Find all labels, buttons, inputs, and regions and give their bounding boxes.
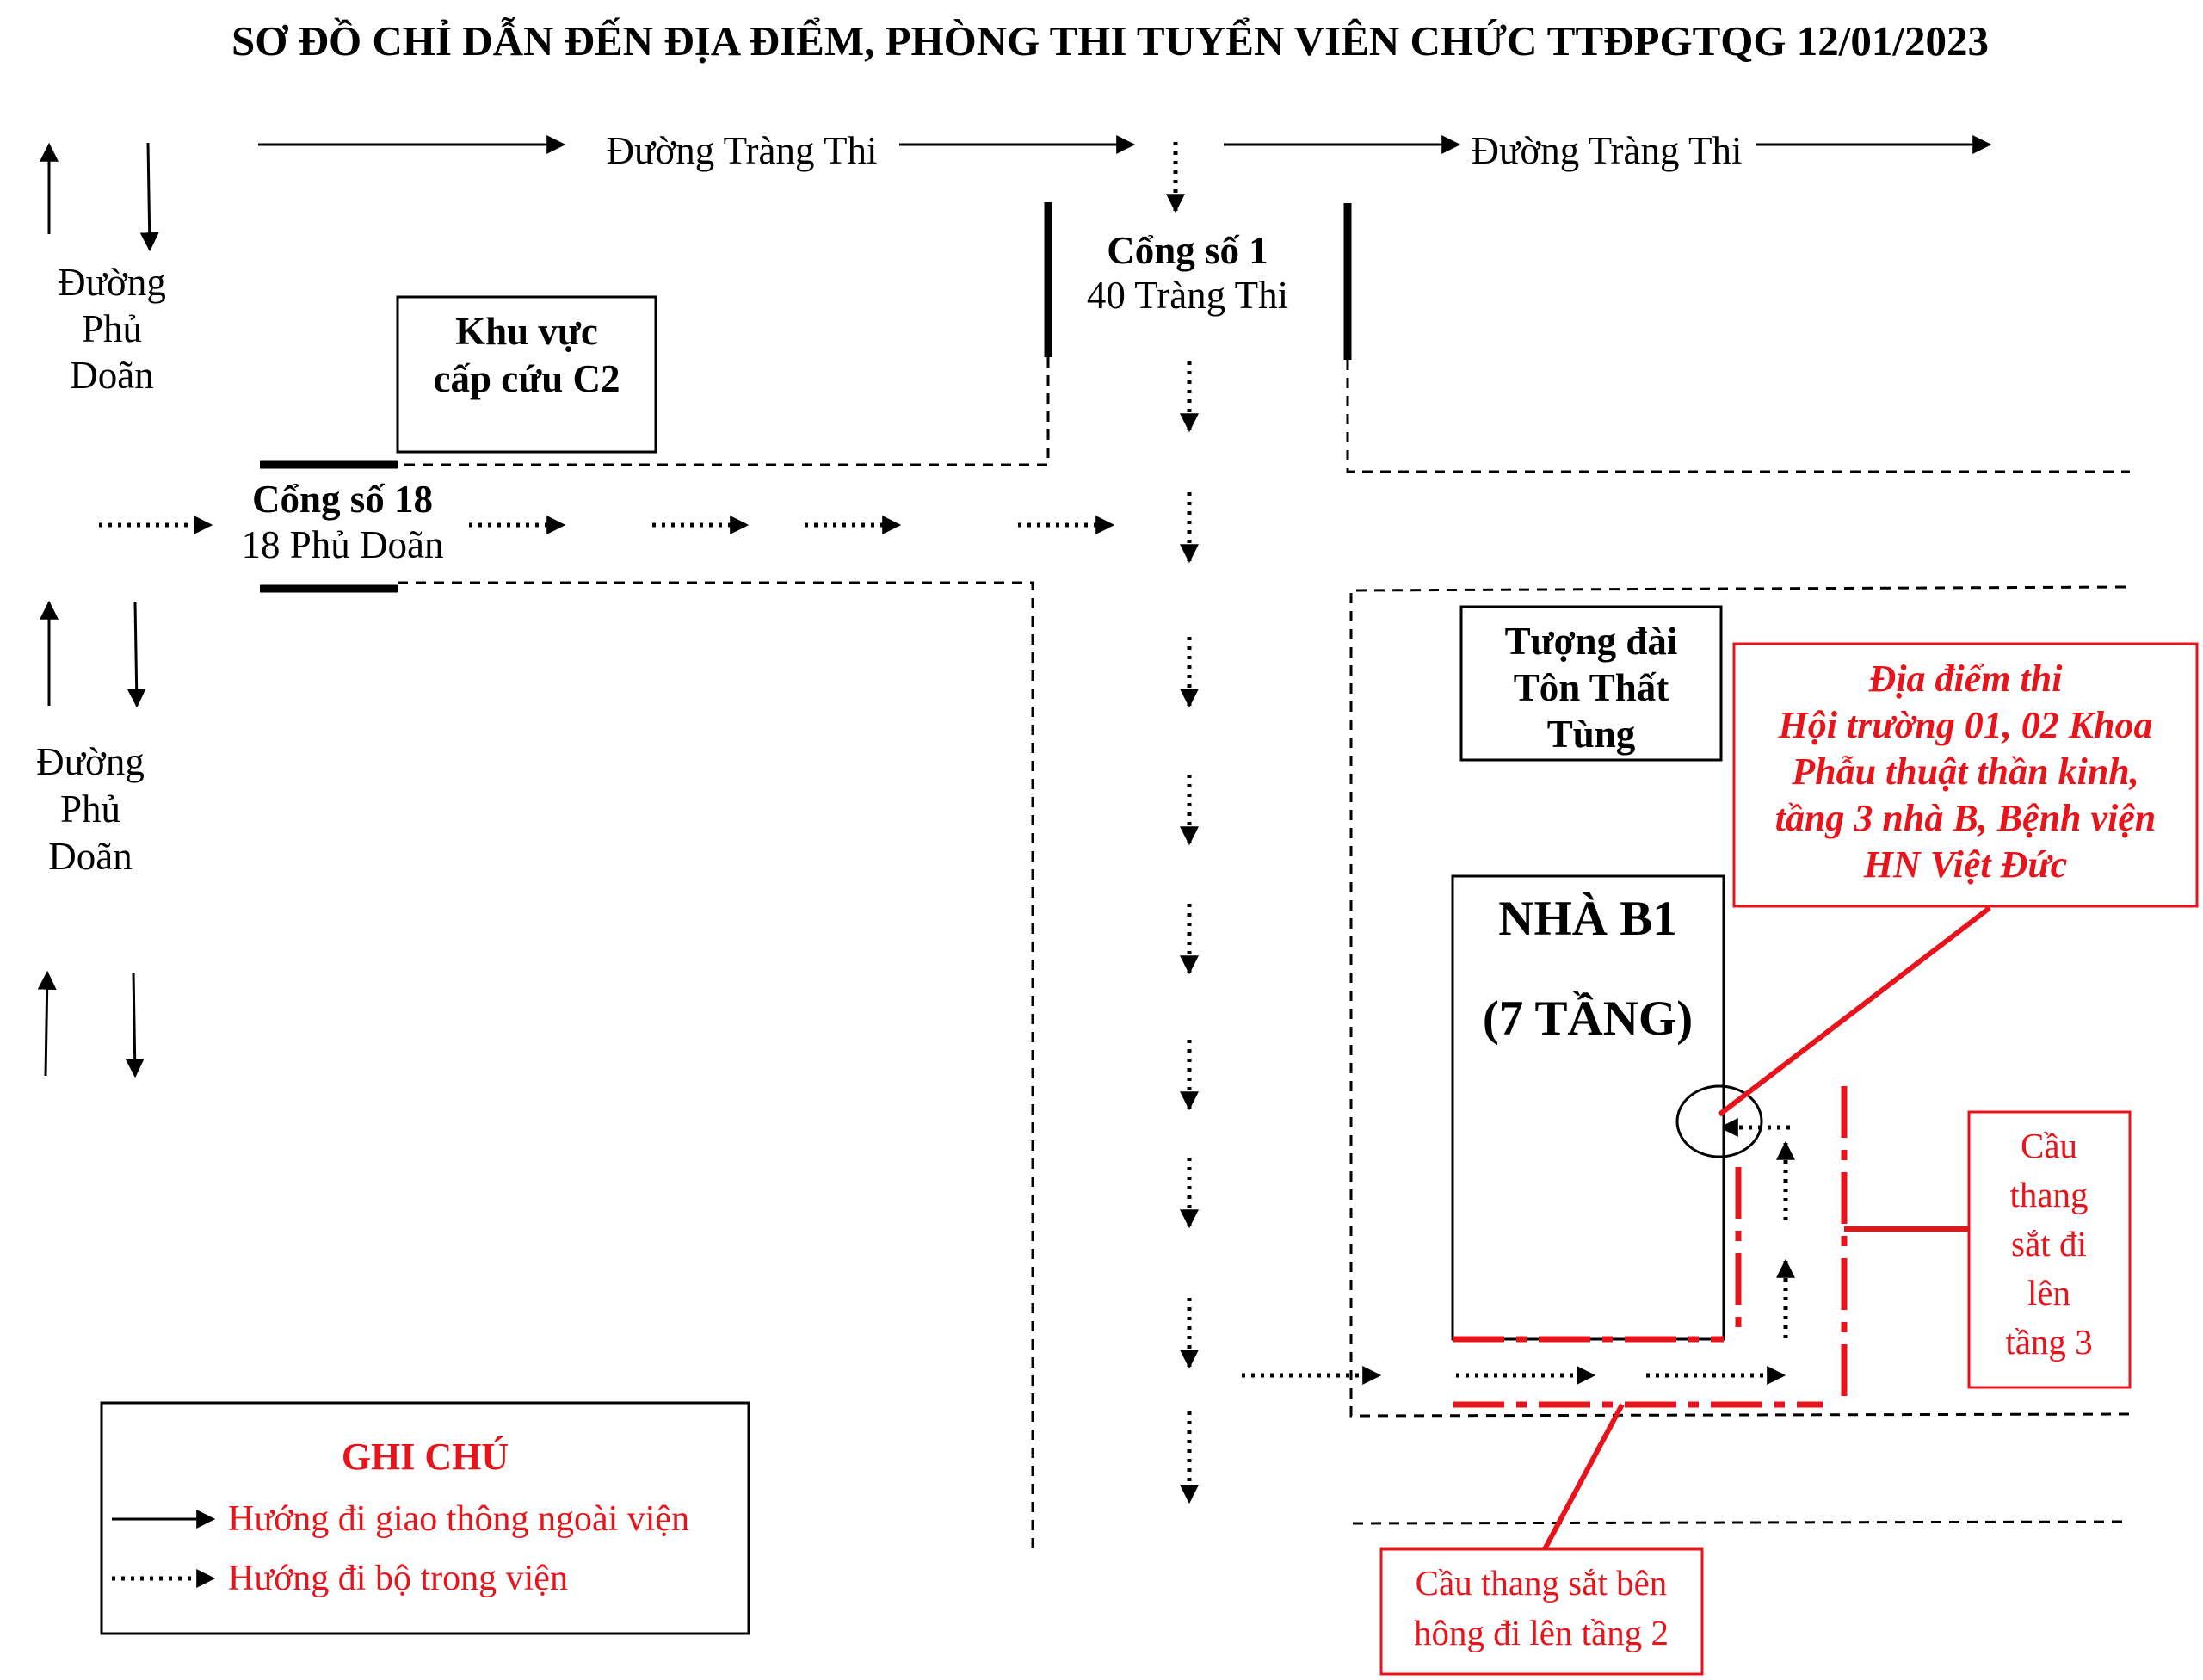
- street-trang-thi-right: Đường Tràng Thi: [1472, 129, 1743, 172]
- street-label-bg: [590, 119, 893, 170]
- stairs-floor3-line: thang: [2009, 1175, 2088, 1214]
- building-b1: [1451, 874, 1725, 1341]
- exam-location-text: Địa điểm thi Hội trường 01, 02 Khoa Phẫu…: [1775, 658, 2157, 886]
- exam-location-line: Phẫu thuật thần kinh,: [1791, 750, 2139, 793]
- gate-label-bg: [1074, 219, 1302, 321]
- building-floors: (7 TẦNG): [1483, 991, 1693, 1046]
- gate1-address: 40 Tràng Thi: [1087, 274, 1288, 317]
- leader-stairs-floor2: [1542, 1403, 1625, 1551]
- street-phu-doan-upper: Đường Phủ Doãn: [58, 261, 166, 397]
- stairs-floor2-callout: [1379, 1547, 1704, 1676]
- traffic-arrow: [125, 972, 145, 1078]
- exam-location-line: Hội trường 01, 02 Khoa: [1777, 704, 2152, 746]
- stairs-floor2-line: hông đi lên tầng 2: [1414, 1613, 1669, 1652]
- traffic-arrows: [37, 135, 1992, 1078]
- street-label-line: Đường: [58, 261, 166, 304]
- traffic-arrow: [37, 970, 57, 1077]
- street-trang-thi-left: Đường Tràng Thi: [607, 129, 878, 172]
- street-phu-doan-lower: Đường Phủ Doãn: [36, 740, 145, 878]
- leader-exam-location: [1718, 905, 1991, 1117]
- red-stair-paths: [1453, 1086, 1848, 1408]
- statue-label-line: Tôn Thất: [1514, 666, 1669, 709]
- statue-label-line: Tùng: [1547, 713, 1636, 756]
- street-label-line: Doãn: [48, 835, 132, 878]
- street-label-line: Đường: [36, 740, 145, 783]
- statue-box: [1459, 605, 1723, 762]
- road-edge-bottom: [1352, 1520, 2131, 1525]
- legend: GHI CHÚ Hướng đi giao thông ngoài viện H…: [100, 1401, 750, 1635]
- gate-walls: [260, 202, 1352, 593]
- street-label-line: Phủ: [60, 788, 120, 831]
- gate18-name: Cổng số 18: [252, 478, 433, 521]
- legend-heading: GHI CHÚ: [342, 1436, 509, 1478]
- gate18-address: 18 Phủ Doãn: [242, 523, 444, 566]
- road-outlines: [398, 357, 2131, 1549]
- exam-location-line: tầng 3 nhà B, Bệnh viện: [1775, 797, 2157, 839]
- legend-vehicle-label: Hướng đi giao thông ngoài viện: [228, 1499, 689, 1539]
- gate-label-bg: [231, 473, 456, 570]
- red-leader-lines: [1542, 905, 1991, 1551]
- stairs-floor3-text: Cầu thang sắt đi lên tầng 3: [2005, 1126, 2092, 1362]
- exam-entrance-marker: [1675, 1084, 1763, 1158]
- stairs-floor3-line: sắt đi: [2011, 1224, 2087, 1263]
- stairs-floor3-line: tầng 3: [2005, 1322, 2092, 1362]
- traffic-arrow: [127, 602, 146, 708]
- traffic-arrow: [139, 142, 159, 252]
- statue-label-line: Tượng đài: [1505, 620, 1678, 663]
- exam-location-line: HN Việt Đức: [1863, 843, 2068, 886]
- exam-location-line: Địa điểm thi: [1868, 658, 2064, 700]
- emergency-box: [396, 295, 657, 454]
- street-label-line: Doãn: [70, 354, 153, 397]
- legend-walking-label: Hướng đi bộ trong viện: [228, 1559, 568, 1598]
- gate1-name: Cổng số 1: [1107, 229, 1268, 272]
- stairs-floor2-line: Cầu thang sắt bên: [1416, 1563, 1668, 1603]
- stairs-floor3-line: Cầu: [2021, 1126, 2077, 1165]
- road-edge-gate1-right: [1346, 360, 2130, 473]
- walking-arrows: [99, 142, 1795, 1504]
- exam-location-callout: [1732, 642, 2199, 908]
- stairs-floor3-callout: [1967, 1110, 2132, 1389]
- emergency-label-line: cấp cứu C2: [433, 357, 620, 400]
- stairs-floor3-line: lên: [2027, 1273, 2070, 1312]
- street-label-line: Phủ: [82, 307, 142, 350]
- emergency-label-line: Khu vực: [455, 310, 598, 353]
- road-edge-lower-right: [1349, 585, 2131, 1418]
- map-title: SƠ ĐỒ CHỈ DẪN ĐẾN ĐỊA ĐIỂM, PHÒNG THI TU…: [231, 17, 1989, 65]
- street-label-bg: [1463, 119, 1750, 170]
- road-edge-lower-left: [398, 581, 1034, 1549]
- building-name: NHÀ B1: [1498, 892, 1676, 946]
